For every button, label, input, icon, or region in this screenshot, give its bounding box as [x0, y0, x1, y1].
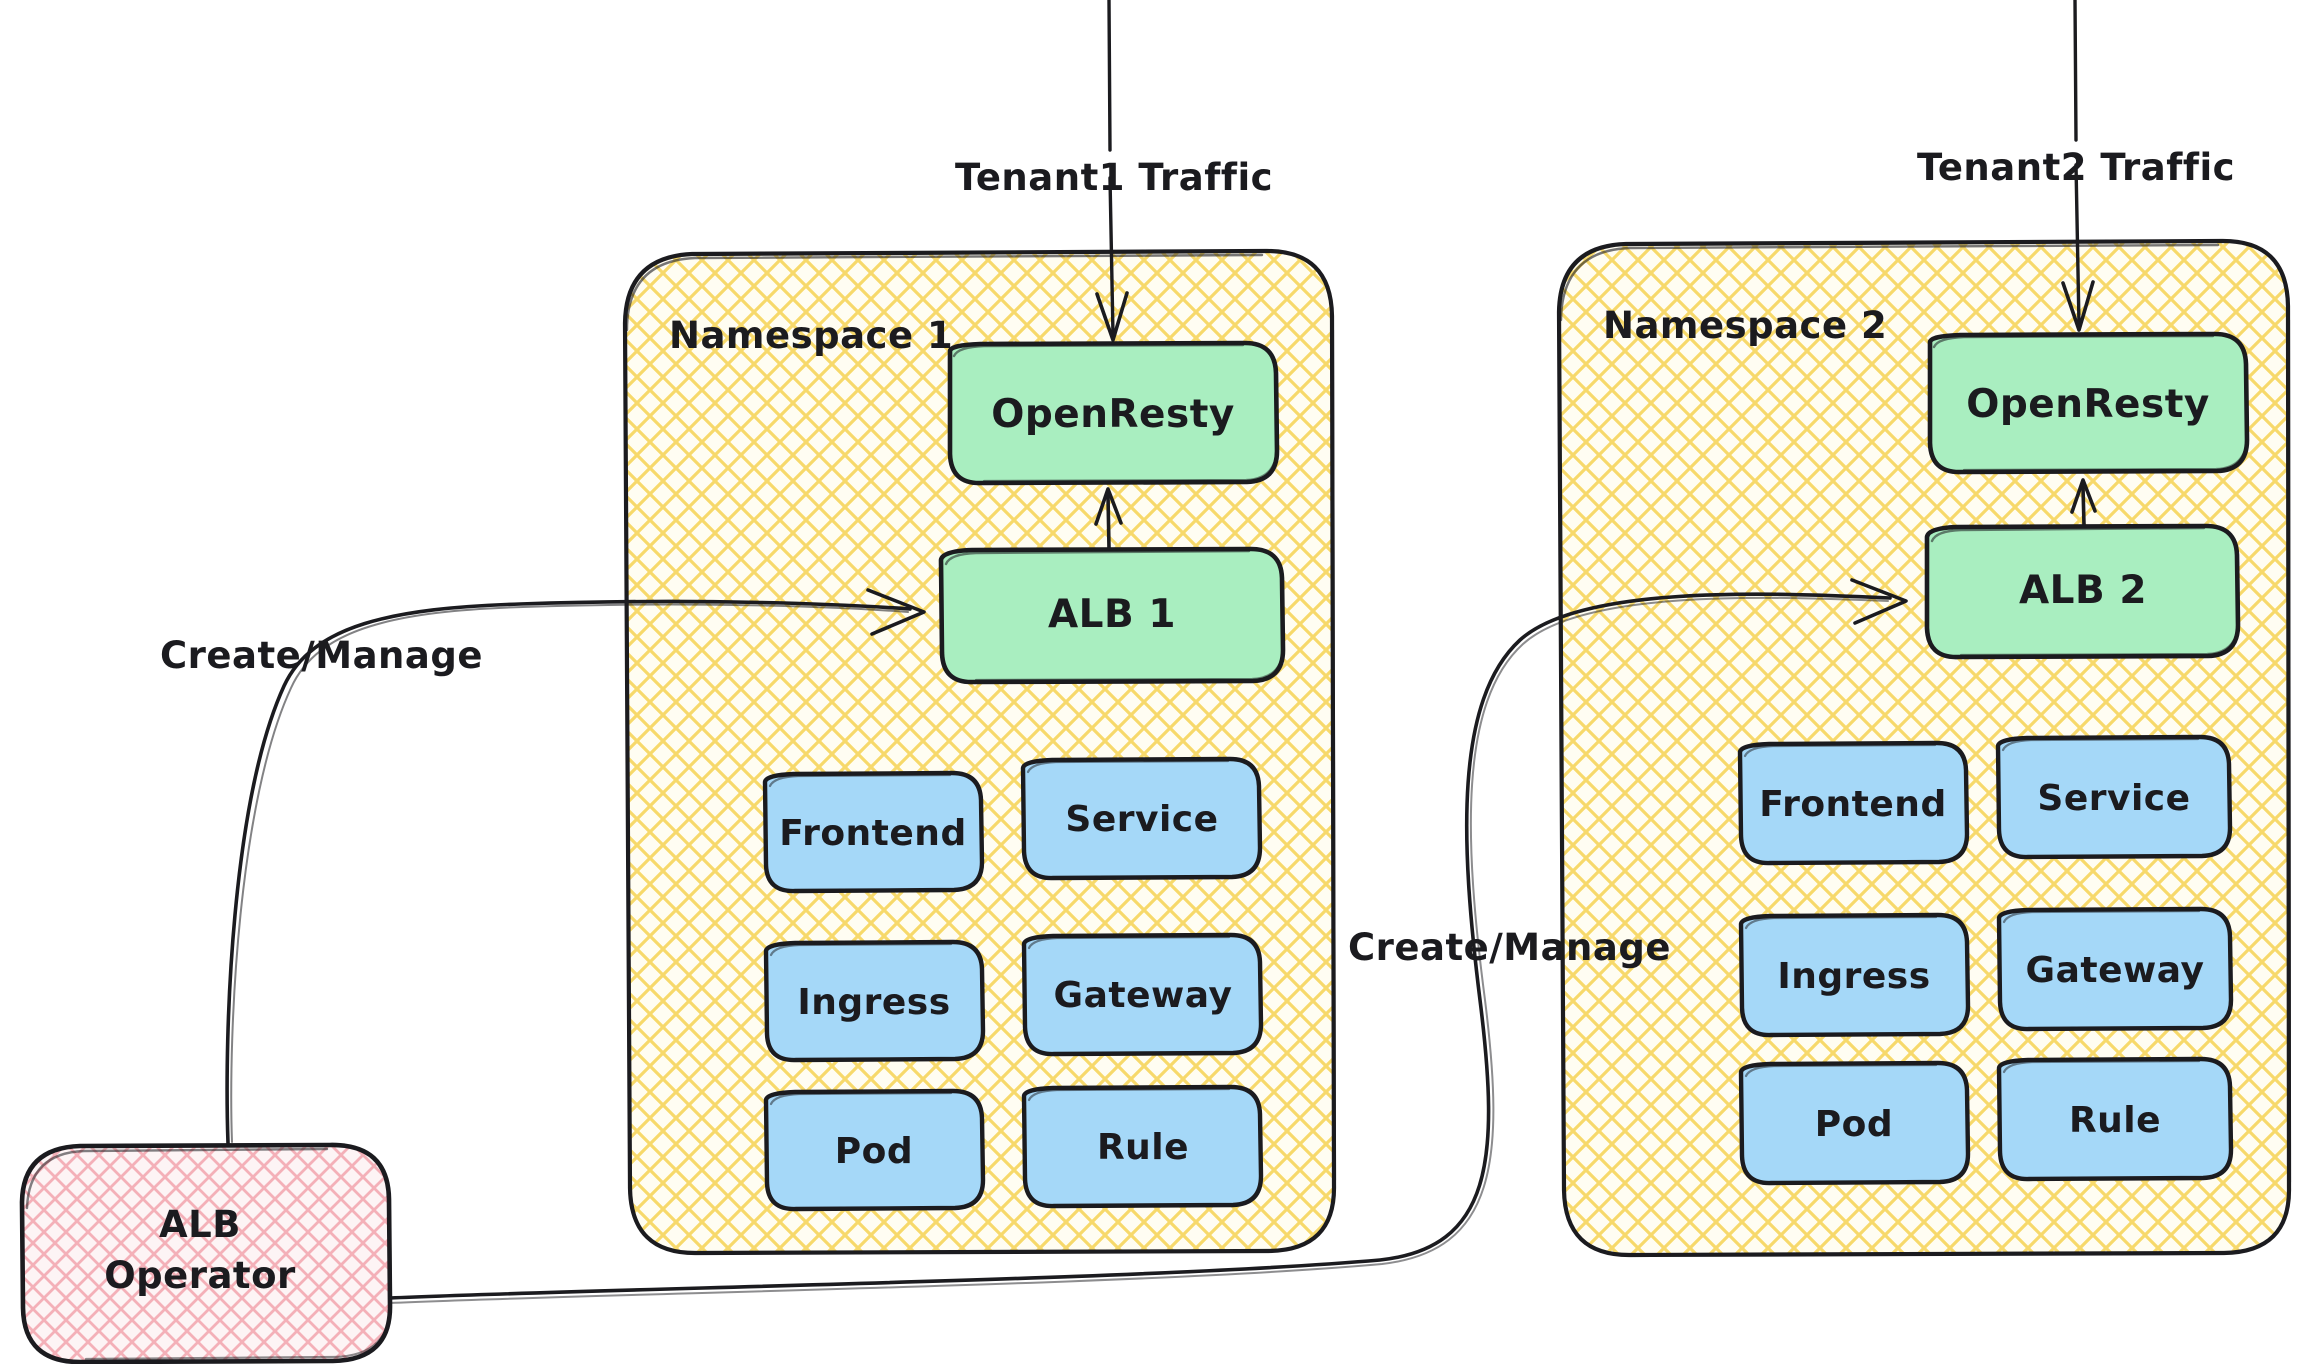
resource-box-service-2[interactable]: Service [1995, 734, 2233, 860]
alb2-to-openresty-edge [2070, 478, 2097, 527]
resource-label: Service [1065, 799, 1218, 840]
alb-2-label: ALB 2 [2019, 568, 2147, 613]
operator-to-alb1-edge: Create/Manage [160, 588, 926, 1145]
alb-operator-node[interactable]: ALB Operator [19, 1142, 393, 1364]
resource-box-ingress-2[interactable]: Ingress [1738, 912, 1971, 1038]
namespace-1-label: Namespace 1 [669, 314, 953, 357]
resource-box-rule-2[interactable]: Rule [1996, 1056, 2234, 1182]
tenant1-traffic-edge: Tenant1 Traffic [955, 0, 1273, 342]
resource-box-rule-1[interactable]: Rule [1021, 1084, 1264, 1209]
resource-label: Pod [835, 1131, 913, 1172]
resource-label: Ingress [797, 982, 950, 1023]
resource-label: Rule [2069, 1100, 2161, 1141]
openresty-1-label: OpenResty [991, 392, 1235, 437]
resource-box-gateway-2[interactable]: Gateway [1996, 906, 2234, 1032]
resource-box-ingress-1[interactable]: Ingress [763, 939, 986, 1063]
resource-box-frontend-2[interactable]: Frontend [1737, 740, 1970, 866]
resource-label: Frontend [779, 813, 966, 854]
namespace-1-openresty-node[interactable]: OpenResty [947, 340, 1280, 486]
alb-operator-line2: Operator [104, 1254, 296, 1297]
resource-box-frontend-1[interactable]: Frontend [762, 770, 985, 894]
openresty-2-label: OpenResty [1966, 382, 2210, 427]
resource-label: Pod [1815, 1104, 1893, 1145]
tenant2-traffic-edge: Tenant2 Traffic [1917, 0, 2235, 332]
operator-to-alb2-edge: Create/Manage [388, 578, 1908, 1304]
resource-label: Frontend [1759, 784, 1946, 825]
namespace-1-resources: Frontend Service Ingress Gateway [762, 756, 1264, 1212]
resource-label: Ingress [1777, 956, 1930, 997]
resource-label: Service [2037, 778, 2190, 819]
resource-box-pod-2[interactable]: Pod [1738, 1060, 1971, 1186]
alb-operator-line1: ALB [159, 1203, 241, 1246]
namespace-2-openresty-node[interactable]: OpenResty [1927, 331, 2250, 475]
resource-box-gateway-1[interactable]: Gateway [1021, 932, 1264, 1057]
namespace-2-alb-node[interactable]: ALB 2 [1924, 523, 2241, 660]
alb-1-label: ALB 1 [1048, 592, 1176, 637]
create-manage-2-label: Create/Manage [1348, 926, 1671, 969]
namespace-1-alb-node[interactable]: ALB 1 [938, 546, 1286, 685]
tenant1-traffic-label: Tenant1 Traffic [955, 156, 1273, 199]
namespace-2-label: Namespace 2 [1603, 304, 1887, 347]
create-manage-1-label: Create/Manage [160, 634, 483, 677]
namespace-2-resources: Frontend Service Ingress Gateway [1737, 734, 2234, 1186]
resource-box-pod-1[interactable]: Pod [763, 1088, 986, 1212]
resource-label: Gateway [1054, 975, 1233, 1016]
resource-box-service-1[interactable]: Service [1020, 756, 1263, 881]
alb1-to-openresty-edge [1094, 487, 1123, 550]
tenant2-traffic-label: Tenant2 Traffic [1917, 146, 2235, 189]
resource-label: Rule [1097, 1127, 1189, 1168]
resource-label: Gateway [2026, 950, 2205, 991]
